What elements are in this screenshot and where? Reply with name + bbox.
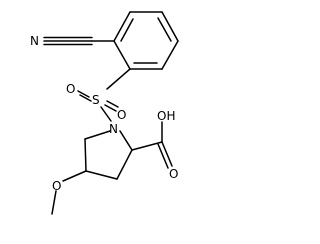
sulfonyl-o-right-label: O — [117, 108, 126, 122]
nitrile-group — [43, 36, 115, 46]
nitrile-n-label: N — [30, 34, 39, 48]
benzene-bond — [113, 40, 131, 70]
benzene-bond — [161, 11, 179, 42]
s-o-left-double-bond-1 — [77, 90, 90, 98]
ring-bond — [85, 170, 118, 180]
carboxyl-oh-label: OH — [157, 109, 175, 123]
s-n-bond — [100, 106, 112, 122]
sulfur-label: S — [92, 93, 100, 107]
benzene-bond — [161, 40, 179, 70]
o-ch3-bond — [51, 190, 57, 215]
ring-bond — [84, 138, 87, 172]
benzene-inner-bond — [157, 17, 172, 42]
molecule-structure: N S O O N OH O O — [30, 11, 179, 215]
ring-bond — [119, 130, 133, 151]
pyrrolidine-ring — [84, 130, 133, 180]
s-o-right-double-bond-2 — [104, 104, 117, 112]
ring-n-label: N — [109, 122, 118, 136]
c-o-double-bond-1 — [161, 141, 173, 167]
benzene-bond — [113, 11, 131, 42]
c-o-double-bond-2 — [157, 143, 169, 169]
methoxy-o-label: O — [52, 179, 61, 193]
benzene-inner-bond — [120, 18, 134, 42]
sulfonyl-o-left-label: O — [66, 82, 75, 96]
s-o-left-double-bond-2 — [79, 94, 92, 102]
ring-s-bond — [106, 68, 131, 90]
carboxylic-acid — [131, 121, 173, 169]
c-cooh-bond — [131, 141, 163, 151]
ring-bond — [84, 130, 111, 140]
carbonyl-o-label: O — [169, 167, 178, 181]
c-o-methoxy-bond — [62, 170, 87, 182]
s-o-right-double-bond-1 — [106, 100, 119, 108]
benzene-ring — [113, 11, 179, 70]
sulfonyl-group — [77, 68, 131, 122]
ring-bond — [116, 149, 133, 180]
methoxy-group — [51, 170, 87, 215]
